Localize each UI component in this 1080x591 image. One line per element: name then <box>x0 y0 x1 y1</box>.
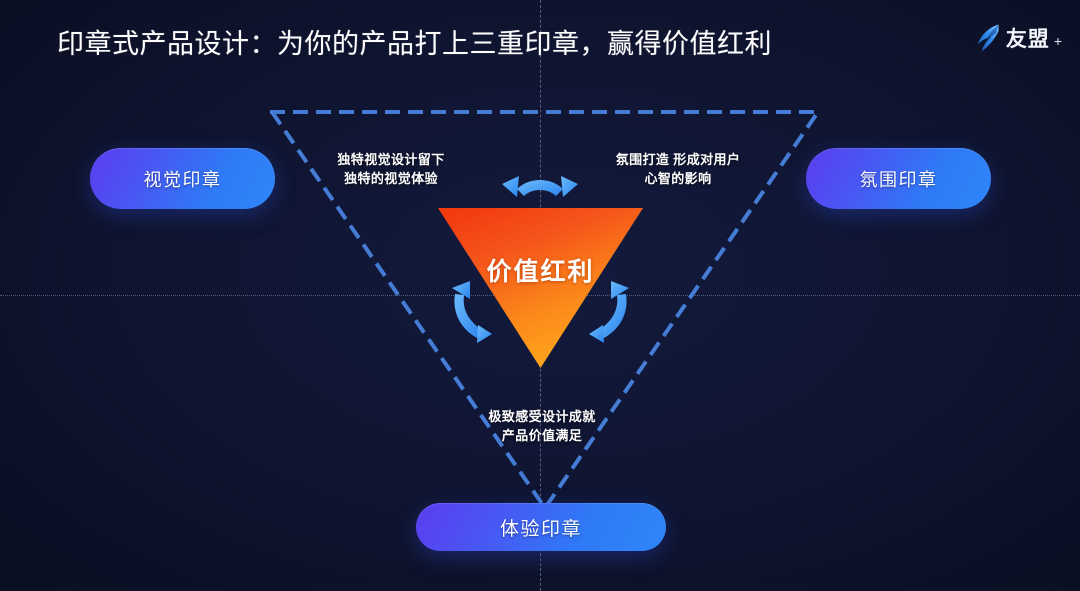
annotation-atmosphere: 氛围打造 形成对用户 心智的影响 <box>598 150 758 188</box>
logo-text: 友盟 <box>1005 28 1050 51</box>
annotation-visual-line2: 独特的视觉体验 <box>344 171 438 186</box>
core-label: 价值红利 <box>486 258 595 286</box>
annotation-visual-line1: 独特视觉设计留下 <box>337 152 445 167</box>
node-atmosphere-seal[interactable]: 氛围印章 <box>806 148 991 209</box>
node-atmosphere-seal-label: 氛围印章 <box>859 169 938 190</box>
annotation-visual: 独特视觉设计留下 独特的视觉体验 <box>316 150 466 188</box>
node-experience-seal-label: 体验印章 <box>499 518 582 540</box>
annotation-atmosphere-line2: 心智的影响 <box>644 171 712 186</box>
core-triangle-shape <box>438 208 643 368</box>
value-core-triangle: 价值红利 <box>438 208 643 368</box>
node-experience-seal[interactable]: 体验印章 <box>416 503 666 551</box>
brand-logo: 友盟 + <box>976 22 1062 54</box>
annotation-experience-line1: 极致感受设计成就 <box>488 409 596 424</box>
annotation-experience-line2: 产品价值满足 <box>501 428 583 443</box>
node-visual-seal-label: 视觉印章 <box>143 169 222 190</box>
page-title: 印章式产品设计：为你的产品打上三重印章，赢得价值红利 <box>57 29 772 59</box>
annotation-experience: 极致感受设计成就 产品价值满足 <box>462 407 622 445</box>
annotation-atmosphere-line1: 氛围打造 形成对用户 <box>615 152 741 167</box>
umeng-wing-logo-icon <box>977 24 999 52</box>
logo-plus: + <box>1053 33 1062 49</box>
node-visual-seal[interactable]: 视觉印章 <box>90 148 275 209</box>
